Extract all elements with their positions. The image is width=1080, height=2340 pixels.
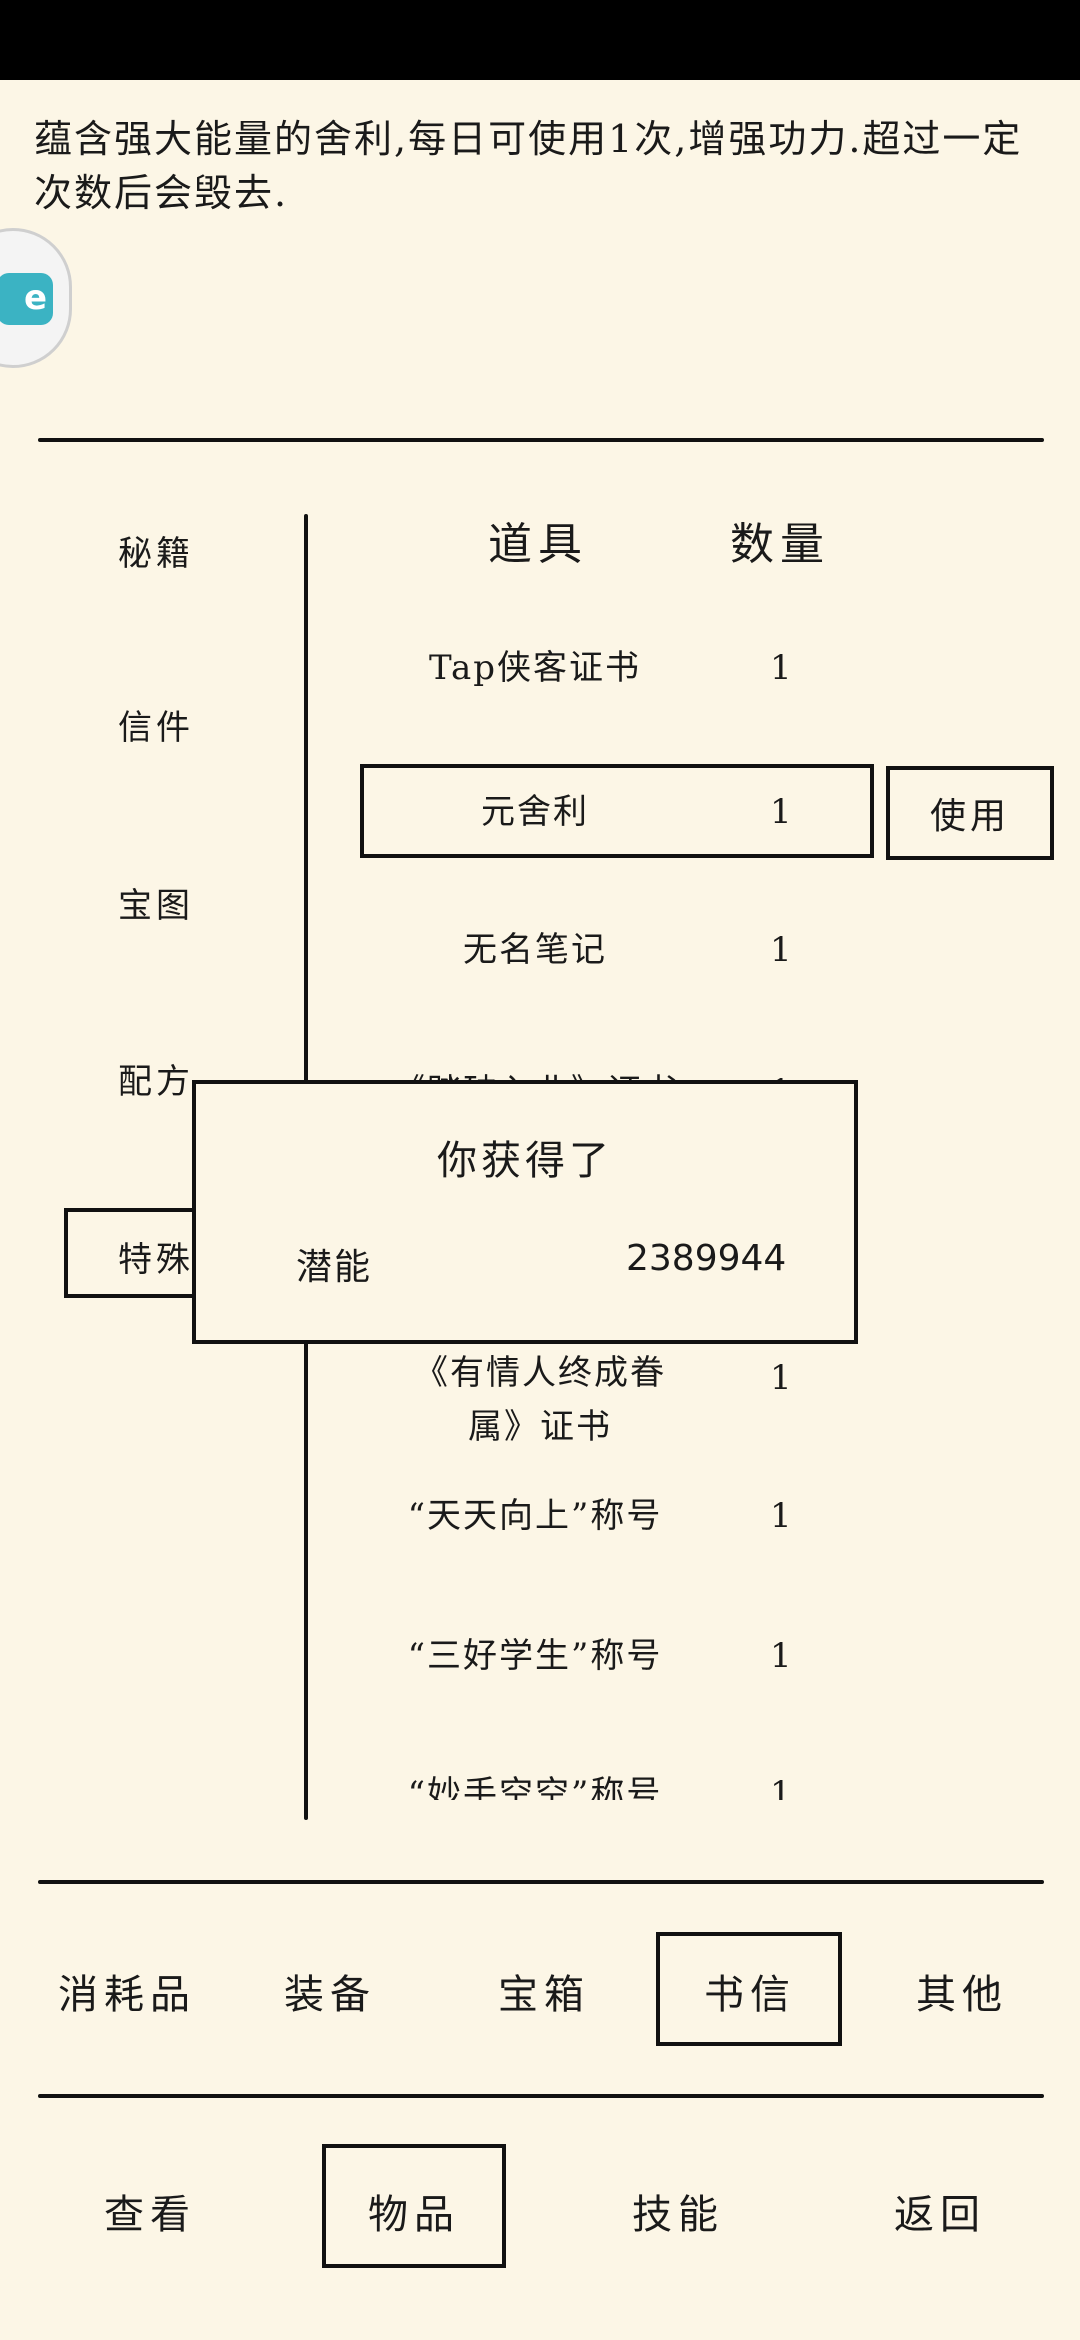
subtab-others[interactable]: 其他 [916, 1972, 1008, 2018]
nav-selected-frame [322, 2144, 506, 2268]
category-xinjian[interactable]: 信件 [118, 708, 194, 748]
selected-item-row[interactable] [360, 764, 874, 858]
item-row-name[interactable]: “天天向上”称号 [407, 1496, 663, 1536]
floating-assistant-button[interactable]: e [0, 228, 72, 368]
subtab-divider [38, 2094, 1044, 2098]
status-bar [0, 0, 1080, 80]
item-row-name[interactable]: 《有情人终成眷属》证书 [414, 1353, 666, 1447]
subtab-equipment[interactable]: 装备 [284, 1972, 376, 2018]
use-button[interactable]: 使用 [886, 766, 1054, 860]
category-peifang[interactable]: 配方 [118, 1062, 194, 1102]
item-row-qty: 1 [770, 648, 792, 688]
top-divider [38, 438, 1044, 442]
nav-skills[interactable]: 技能 [632, 2192, 724, 2238]
item-row-qty-selected: 1 [770, 792, 792, 832]
item-row-qty: 1 [770, 1496, 792, 1536]
item-row-qty: 1 [770, 1636, 792, 1676]
header-qty: 数量 [730, 519, 830, 570]
subtab-selected-frame [656, 1932, 842, 2046]
item-row-name-selected: 元舍利 [481, 792, 589, 832]
chat-bubble-icon: e [0, 273, 53, 325]
item-row-qty: 1 [770, 1358, 792, 1398]
reward-name: 潜能 [296, 1247, 373, 1288]
subtab-letters[interactable]: 书信 [704, 1972, 796, 2018]
popup-title: 你获得了 [437, 1138, 613, 1184]
category-baotu[interactable]: 宝图 [118, 886, 194, 926]
category-miji[interactable]: 秘籍 [118, 534, 194, 574]
category-teshu[interactable]: 特殊 [118, 1240, 194, 1280]
item-row-name[interactable]: “三好学生”称号 [407, 1636, 663, 1676]
nav-items[interactable]: 物品 [368, 2192, 460, 2238]
item-row-qty: 1 [770, 1774, 784, 1800]
nav-back[interactable]: 返回 [894, 2192, 986, 2238]
subtab-chests[interactable]: 宝箱 [498, 1972, 590, 2018]
item-description: 蕴含强大能量的舍利,每日可使用1次,增强功力.超过一定次数后会毁去. [34, 117, 1023, 215]
item-row-name[interactable]: 无名笔记 [463, 930, 607, 970]
item-row-qty: 1 [770, 930, 792, 970]
header-item: 道具 [488, 519, 588, 570]
nav-view[interactable]: 查看 [104, 2192, 196, 2238]
list-bottom-divider [38, 1880, 1044, 1884]
subtab-consumables[interactable]: 消耗品 [58, 1972, 196, 2018]
item-row-name[interactable]: “妙手空空”称号 [407, 1774, 663, 1800]
reward-popup[interactable]: 你获得了 潜能 2389944 [192, 1080, 858, 1344]
reward-value: 2389944 [626, 1238, 787, 1279]
item-row-name[interactable]: Tap侠客证书 [428, 648, 642, 688]
